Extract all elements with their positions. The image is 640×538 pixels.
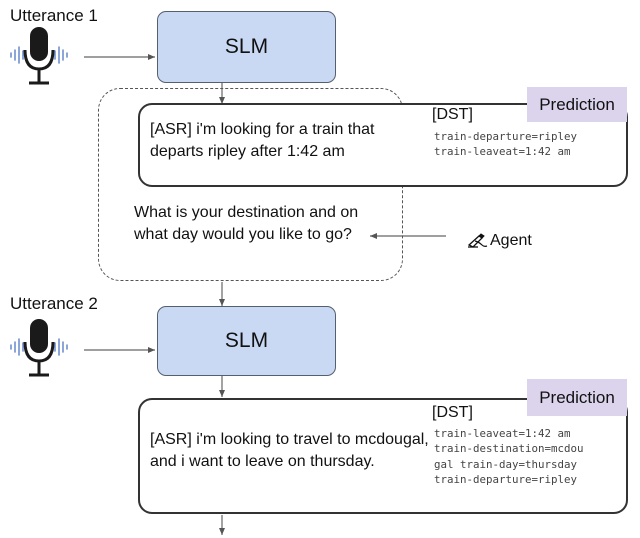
microphone-icon [10,319,68,377]
prediction-tag-2: Prediction [527,379,627,416]
prediction-tag-1: Prediction [527,87,627,122]
dst-slots-1: train-departure=ripley train-leaveat=1:4… [434,129,577,160]
dst-header-1: [DST] [432,106,473,123]
asr-text-2: [ASR] i'm looking to travel to mcdougal,… [150,431,429,470]
dst-slots-2: train-leaveat=1:42 am train-destination=… [434,426,584,487]
dst-header-2: [DST] [432,404,473,421]
writing-hand-icon [467,233,488,248]
prediction-box-2 [138,398,628,514]
agent-question: What is your destination and on what day… [134,204,359,243]
dst-slot: train-departure=ripley [434,130,578,143]
slm-block-1: SLM [157,11,336,83]
agent-label-text: Agent [490,232,532,249]
dst-slot: train-leaveat=1:42 am [434,145,571,159]
agent-label: Agent [466,232,532,250]
sound-wave-icon [10,46,68,64]
dst-slot: train-leaveat=1:42 am [434,427,571,440]
microphone-icon [10,27,68,85]
sound-wave-icon [10,338,68,356]
asr-text-1: [ASR] i'm looking for a train that depar… [150,121,375,160]
utterance-2-label: Utterance 2 [10,294,98,313]
utterance-1-label: Utterance 1 [10,6,98,25]
slm-block-2: SLM [157,306,336,376]
dst-slot: gal train-day=thursday [434,457,578,471]
dst-slot: train-destination=mcdou [434,442,584,456]
dst-slot: train-departure=ripley [434,472,578,486]
